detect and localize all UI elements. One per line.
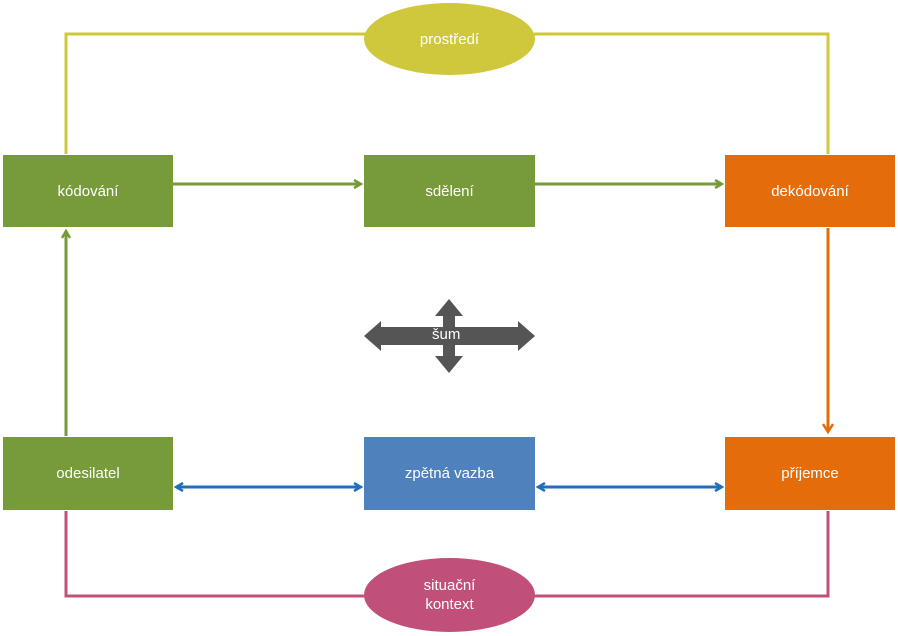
node-prijemce: příjemce [725,437,895,510]
node-dekodovani: dekódování [725,155,895,227]
node-sdeleni: sdělení [364,155,535,227]
node-dekodovani-label: dekódování [771,182,849,200]
context-connector [534,511,830,598]
node-situacni-kontext-label-line2: kontext [425,596,474,613]
noise-label: šum [432,326,461,343]
node-prostredi-label: prostředí [419,30,480,48]
node-kodovani-label: kódování [57,182,119,200]
context-connector [64,511,366,598]
node-odesilatel: odesilatel [3,437,173,510]
node-situacni-kontext-label-line1: situační [423,577,476,594]
node-zpetna-vazba-label: zpětná vazba [404,465,495,482]
node-prostredi: prostředí [364,3,535,75]
node-prijemce-label: příjemce [781,465,839,482]
noise-four-way-arrow-icon [364,299,535,373]
environment-connector [534,32,830,154]
node-odesilatel-label: odesilatel [56,465,120,482]
node-situacni-kontext: situační kontext [364,558,535,632]
environment-connector [64,32,366,154]
node-sdeleni-label: sdělení [425,182,474,200]
node-kodovani: kódování [3,155,173,227]
node-zpetna-vazba: zpětná vazba [364,437,535,510]
